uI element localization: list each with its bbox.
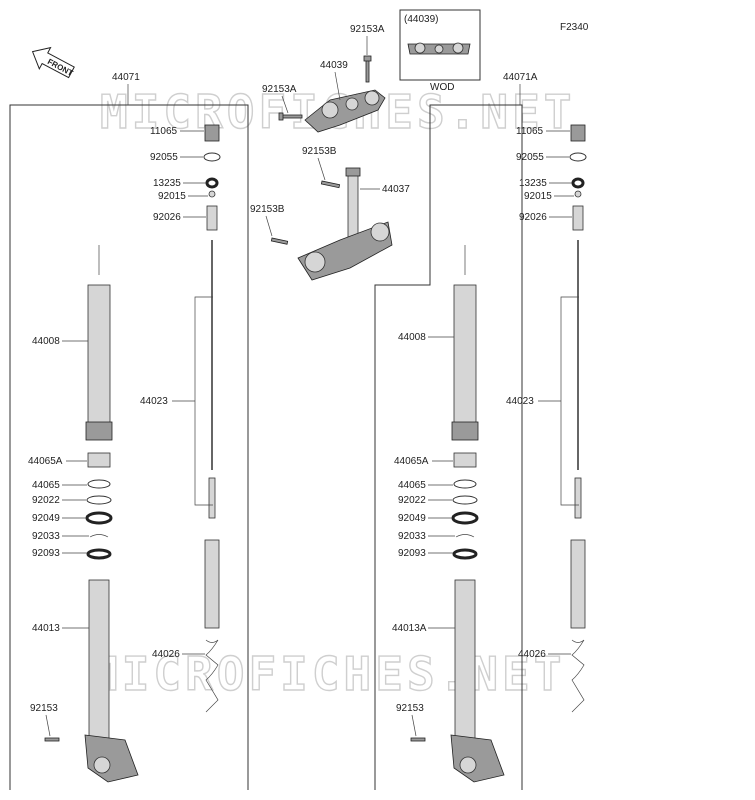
bolt-stem: [320, 180, 341, 189]
right-label-11: 92033: [398, 531, 426, 542]
right-label-15: 92153: [396, 703, 424, 714]
right-label-7: 44065A: [394, 456, 429, 467]
left-label-7: 44065A: [28, 456, 63, 467]
right-label-6: 44023: [506, 396, 534, 407]
upper-bracket: [304, 89, 386, 133]
inset-box: (44039) WOD: [399, 9, 481, 93]
left-label-6: 44023: [140, 396, 168, 407]
watermark-bottom: MICROFICHES.NET: [90, 647, 565, 701]
label-bolt-upper-left: 92153A: [262, 84, 297, 95]
left-label-2: 13235: [153, 178, 181, 189]
left-label-1: 92055: [150, 152, 178, 163]
left-label-8: 44065: [32, 480, 60, 491]
left-label-13: 44013: [32, 623, 60, 634]
left-label-14: 44026: [152, 649, 180, 660]
label-stem: 44037: [382, 184, 410, 195]
label-upper-bracket: 44039: [320, 60, 348, 71]
label-bolt-lower: 92153B: [250, 204, 285, 215]
inset-code: (44039): [404, 14, 438, 25]
left-label-11: 92033: [32, 531, 60, 542]
figure-code: F2340: [560, 22, 589, 33]
bolt-lower: [270, 237, 289, 245]
right-label-2: 13235: [519, 178, 547, 189]
left-label-15: 92153: [30, 703, 58, 714]
right-label-10: 92049: [398, 513, 426, 524]
right-fork-parts: [410, 124, 587, 783]
left-label-10: 92049: [32, 513, 60, 524]
bolt-upper: [363, 55, 372, 83]
right-label-14: 44026: [518, 649, 546, 660]
left-label-12: 92093: [32, 548, 60, 559]
left-assembly-label: 44071: [112, 72, 140, 83]
right-label-13: 44013A: [392, 623, 427, 634]
inset-caption: WOD: [430, 82, 454, 93]
steering-stem: [297, 167, 393, 281]
right-label-12: 92093: [398, 548, 426, 559]
right-label-3: 92015: [524, 191, 552, 202]
left-label-5: 44008: [32, 336, 60, 347]
right-fork-frame: [374, 104, 523, 790]
left-label-3: 92015: [158, 191, 186, 202]
label-bolt-stem: 92153B: [302, 146, 337, 157]
right-label-0: 11065: [516, 126, 544, 137]
front-arrow-icon: FRONT: [31, 46, 75, 79]
right-label-9: 92022: [398, 495, 426, 506]
left-fork-parts: [44, 124, 221, 783]
left-fork-frame: [9, 104, 249, 790]
left-label-0: 11065: [150, 126, 178, 137]
right-label-1: 92055: [516, 152, 544, 163]
right-label-5: 44008: [398, 332, 426, 343]
right-label-4: 92026: [519, 212, 547, 223]
right-assembly-label: 44071A: [503, 72, 538, 83]
left-label-4: 92026: [153, 212, 181, 223]
bolt-upper-left: [278, 112, 303, 121]
right-label-8: 44065: [398, 480, 426, 491]
left-label-9: 92022: [32, 495, 60, 506]
label-bolt-upper: 92153A: [350, 24, 385, 35]
